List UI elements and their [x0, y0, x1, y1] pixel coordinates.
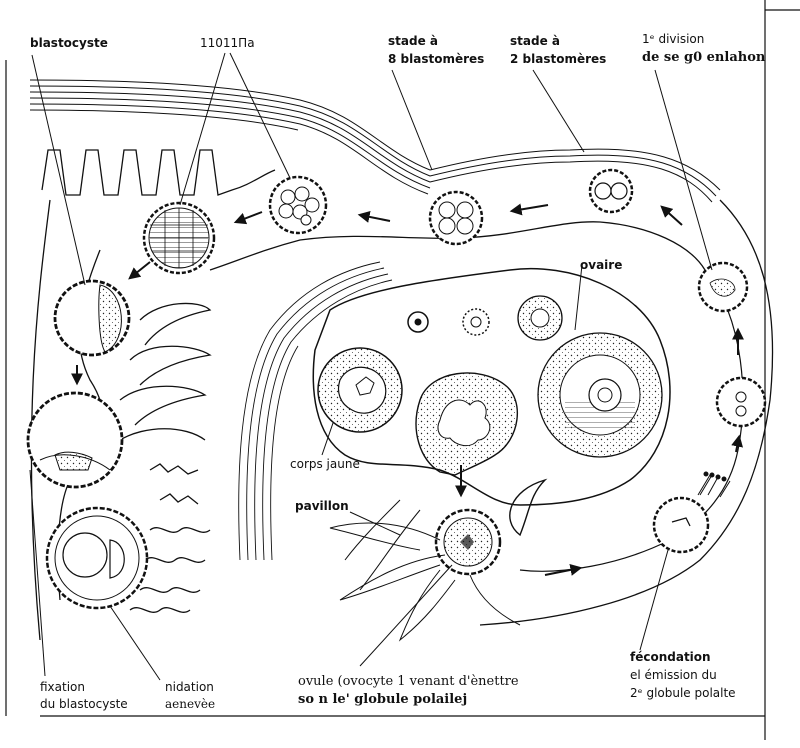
- label-stade8-line2: 8 blastomères: [388, 52, 485, 66]
- small-follicles: [407, 295, 563, 341]
- blastocyst-fixation: [26, 391, 124, 489]
- ovule-cell: [434, 508, 502, 576]
- fimbriae: [329, 499, 521, 642]
- eight-cell-stage: [428, 190, 484, 246]
- label-fecondation-line2: el émission du: [630, 668, 717, 682]
- uterine-wall: [29, 79, 721, 203]
- morula-small: [268, 175, 328, 235]
- pronuclei-stage: [715, 376, 767, 428]
- label-stade2-line1: stade à: [510, 34, 560, 48]
- blastocyst: [53, 279, 131, 357]
- label-ovule-line1: ovule (ovocyte 1 venant d'ènettre: [298, 674, 519, 689]
- label-fecondation-line1: fécondation: [630, 650, 711, 664]
- leader-lines: [29, 52, 713, 681]
- label-ovule-line2: so n le' globule polailej: [298, 692, 468, 707]
- tube-fold: [509, 478, 548, 537]
- corpus-luteum: [317, 347, 403, 433]
- endometrial-glands-top: [41, 149, 276, 196]
- label-stade2-line2: 2 blastomères: [510, 52, 607, 66]
- nidation-embryo: [45, 506, 149, 610]
- tube-outer-wall: [479, 199, 774, 626]
- label-fixation-line2: du blastocyste: [40, 697, 128, 711]
- label-stade8-line1: stade à: [388, 34, 438, 48]
- label-fecondation-line3: 2ᵉ globule polalte: [630, 686, 736, 700]
- label-corps-jaune: corps jaune: [290, 457, 360, 471]
- label-fixation-line1: fixation: [40, 680, 85, 694]
- label-pavillon: pavillon: [295, 499, 349, 513]
- label-nidation-line2: aenevèe: [165, 697, 216, 711]
- label-nidation-line1: nidation: [165, 680, 214, 694]
- zygote-division: [697, 261, 749, 313]
- label-ovaire: ovaire: [580, 258, 623, 272]
- frame-lines: [5, 0, 800, 740]
- morula-large: [142, 201, 216, 275]
- label-division-line2: de se g0 enlahon: [642, 50, 766, 65]
- movement-arrows: [71, 203, 744, 576]
- ligament-band: [238, 261, 393, 561]
- fertilization-cell: [652, 496, 710, 554]
- label-division-line1: 1ᵉ division: [642, 32, 705, 46]
- label-morula: 11011Па: [200, 36, 255, 50]
- sperm-cells: [697, 471, 731, 498]
- two-cell-stage: [588, 168, 634, 214]
- label-blastocyste: blastocyste: [30, 36, 108, 50]
- mature-follicle: [537, 332, 663, 458]
- ovary-outline: [312, 267, 671, 506]
